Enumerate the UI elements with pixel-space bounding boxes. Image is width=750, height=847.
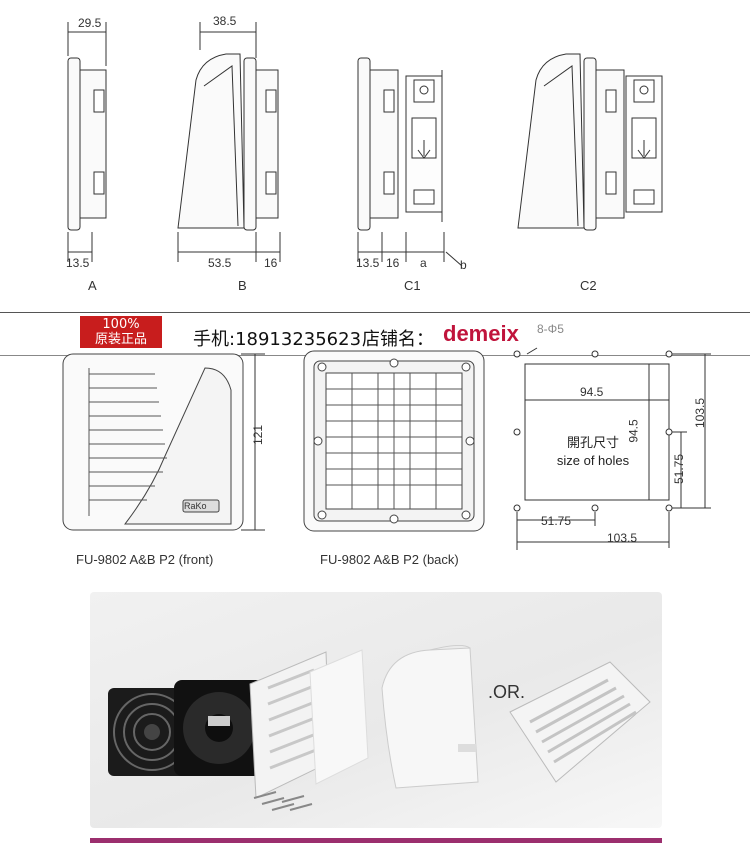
dim-inner-width: 94.5 <box>580 385 604 399</box>
dim-front-height: 121 <box>251 424 266 446</box>
dim-outer-height: 103.5 <box>693 397 708 429</box>
cutout-label: 開孔尺寸 size of holes <box>548 434 638 470</box>
back-view-drawing <box>303 350 485 532</box>
dim-c1-bottom-1: 13.5 <box>356 256 380 270</box>
or-text: .OR. <box>488 682 526 702</box>
dim-c1-bottom-2: 16 <box>386 256 400 270</box>
shop-label: 店铺名： <box>362 329 434 350</box>
mounting-holes <box>513 350 673 512</box>
label-c2: C2 <box>580 278 597 293</box>
badge-line-1: 100% <box>102 317 140 332</box>
product-photo-illustration <box>108 644 651 811</box>
grille-frame <box>249 651 331 799</box>
side-view-c1 <box>357 57 463 267</box>
label-c1: C1 <box>404 278 421 293</box>
front-view-drawing <box>62 353 265 531</box>
hole-diagram-drawing <box>513 347 711 550</box>
louver-grille <box>509 661 651 783</box>
side-view-b <box>177 22 281 262</box>
hood-cover <box>381 644 479 789</box>
dim-a-top: 29.5 <box>78 16 102 30</box>
dim-b-top: 38.5 <box>213 14 237 28</box>
back-view-grille <box>326 373 462 509</box>
side-view-c2 <box>517 53 663 231</box>
label-b: B <box>238 278 247 293</box>
cooling-fan <box>174 680 264 776</box>
dim-c1-bottom-b: b <box>460 258 467 272</box>
back-view-screw-holes <box>313 358 475 524</box>
section-divider <box>0 312 750 313</box>
filter-pad <box>309 649 369 785</box>
dim-c1-bottom-a: a <box>420 256 427 270</box>
back-caption: FU-9802 A&B P2 (back) <box>320 552 459 567</box>
dim-half-width: 51.75 <box>541 514 572 528</box>
shop-name: demeix <box>443 321 519 346</box>
label-a: A <box>88 278 97 293</box>
front-caption: FU-9802 A&B P2 (front) <box>76 552 214 567</box>
phone-number: 手机:18913235623 <box>193 329 362 350</box>
screws <box>253 791 313 811</box>
dim-half-height: 51.75 <box>672 453 687 485</box>
dim-outer-width: 103.5 <box>607 531 638 545</box>
cutout-label-en: size of holes <box>556 453 630 468</box>
dim-a-bottom: 13.5 <box>66 256 90 270</box>
side-view-a <box>67 22 107 262</box>
side-views-drawing <box>67 22 663 267</box>
dim-b-bottom-right: 16 <box>264 256 278 270</box>
dim-b-bottom-left: 53.5 <box>208 256 232 270</box>
holes-note: 8-Φ5 <box>537 322 564 336</box>
authentic-badge: 100% 原装正品 <box>80 316 162 348</box>
front-logo: RaKo <box>184 501 207 511</box>
badge-line-2: 原装正品 <box>94 332 147 347</box>
product-photo: .OR. <box>90 592 662 828</box>
bottom-accent-bar <box>90 838 662 843</box>
front-view-louvers <box>88 368 167 516</box>
cutout-label-cn: 開孔尺寸 <box>566 435 619 450</box>
